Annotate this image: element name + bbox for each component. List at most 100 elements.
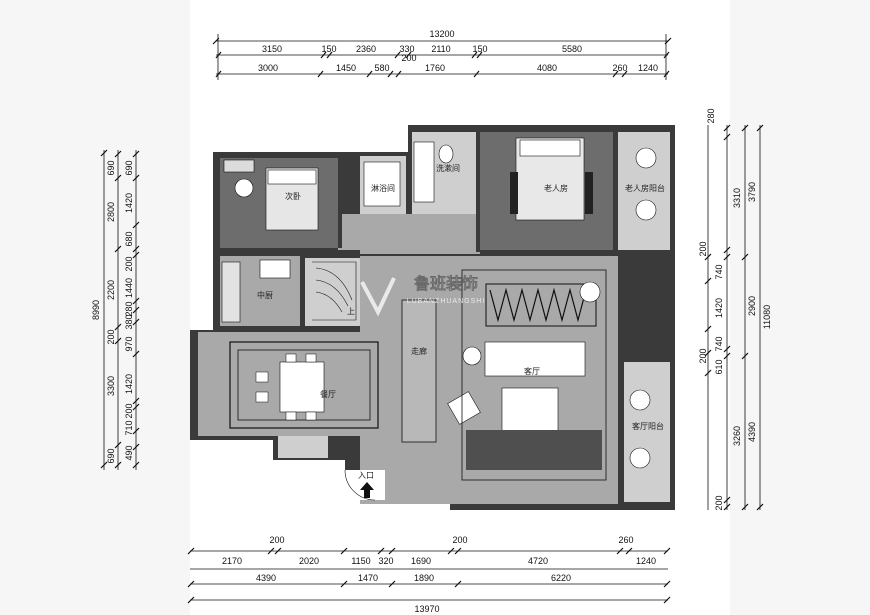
bottom-row3-dim-3: 1890 — [414, 573, 434, 583]
label-elder-balcony: 老人房阳台 — [625, 183, 665, 193]
bedroom2-pillows — [267, 169, 317, 185]
bottom-row3-dim-4: 6220 — [551, 573, 571, 583]
top-row2-dim-4: 200 — [401, 53, 416, 63]
top-row1-dim-2: 150 — [321, 44, 336, 54]
left-outer-dim-2: 2800 — [106, 202, 116, 222]
top-row1-dim-5: 2110 — [431, 44, 450, 54]
bottom-row3-ticks — [187, 580, 671, 588]
top-row1-dim-7: 5580 — [562, 44, 582, 54]
living-hex-rug — [466, 430, 602, 470]
right-dimensions: 11080 3790 2900 4390 280 3310 — [698, 108, 772, 510]
left-inner-dim-5: 1440 — [124, 278, 134, 298]
left-outer-dim-1: 690 — [106, 160, 116, 175]
left-outer-ticks — [114, 150, 122, 469]
entrance-door-swing — [344, 469, 376, 501]
dining-floor — [198, 332, 360, 436]
left-inner-dim-11: 710 — [124, 420, 134, 435]
stair-floor — [304, 258, 360, 326]
label-dining: 餐厅 — [320, 390, 336, 399]
right-middle-dim-6: 200 — [714, 495, 724, 510]
bottom-total-dim: 13970 — [414, 604, 439, 614]
bottom-row2-dim-4: 320 — [378, 556, 393, 566]
elder-room-nightstand-right — [585, 172, 593, 214]
top-row1-ticks — [215, 51, 670, 59]
wall-elder-bottom — [480, 250, 675, 256]
label-corridor: 走廊 — [411, 346, 427, 356]
top-row2-dim-5: 1760 — [425, 63, 445, 73]
wall-elder-left — [476, 130, 480, 252]
right-inner-dim-1: 740 — [714, 264, 724, 279]
bottom-row2-dim-6: 4720 — [528, 556, 548, 566]
wall-elder-right — [613, 130, 618, 252]
bottom-row3-dim-2: 1470 — [358, 573, 378, 583]
wash-basin-counter — [413, 141, 435, 203]
dining-chairs — [255, 353, 317, 421]
label-kitchen: 中厨 — [257, 290, 273, 300]
right-inner-ticks — [704, 253, 712, 377]
top-row2-dim-8: 1240 — [638, 63, 658, 73]
right-outer-dim-2: 2900 — [747, 296, 757, 316]
bedroom2-desk — [223, 159, 255, 173]
top-dimensions: 13200 3150 150 2360 330 2110 150 5580 — [212, 29, 672, 80]
right-inner-dim-4: 610 — [714, 359, 724, 374]
living-balcony-chair-2 — [629, 447, 651, 469]
right-outer-dim-1: 3790 — [747, 182, 757, 202]
label-bath: 淋浴间 — [371, 183, 395, 193]
kitchen-counter — [221, 261, 241, 323]
left-dimensions: 8990 690 2800 2200 200 3300 690 — [91, 149, 140, 470]
left-inner-dim-2: 1420 — [124, 193, 134, 213]
bottom-row2-dim-7: 1240 — [636, 556, 656, 566]
shoe-cabinet — [278, 436, 328, 458]
kitchen-cabinet — [259, 259, 291, 279]
right-outer-ticks — [741, 124, 749, 511]
bottom-row1-dim-2: 200 — [452, 535, 467, 545]
left-inner-dim-3: 680 — [124, 231, 134, 246]
elder-balcony-chair-2 — [635, 199, 657, 221]
left-inner-dim-12: 490 — [124, 445, 134, 460]
label-washroom: 洗漱间 — [436, 163, 460, 173]
dining-rug-inner — [237, 349, 371, 421]
top-row2-dim-7: 260 — [612, 63, 627, 73]
top-row1-dim-3: 2360 — [356, 44, 376, 54]
wall-balcony-top — [624, 356, 675, 362]
wall-kitchen-bottom — [213, 326, 305, 332]
right-inner-dim-3: 740 — [714, 336, 724, 351]
right-middle-dim-3: 200 — [698, 241, 708, 256]
room-labels: 次卧 淋浴间 洗漱间 老人房 老人房阳台 中厨 上 走廊 客厅 餐厅 客厅阳台 … — [257, 163, 665, 480]
living-balcony-chair-1 — [629, 389, 651, 411]
left-inner-dim-4: 200 — [124, 256, 134, 271]
living-rug — [485, 283, 597, 327]
left-inner-dim-6: 280 — [124, 301, 134, 316]
watermark-logo-icon — [360, 277, 396, 317]
toilet — [438, 144, 454, 164]
wall-bath-left — [356, 152, 360, 214]
bedroom2-chair — [234, 178, 254, 198]
corridor-upper-floor — [338, 214, 480, 254]
right-middle-dim-4: 200 — [698, 348, 708, 363]
left-outer-dim-4: 200 — [106, 329, 116, 344]
bottom-row2-ticks — [187, 547, 671, 555]
top-row2-dim-6: 4080 — [537, 63, 557, 73]
label-entrance: 入口 — [358, 471, 374, 480]
living-sofa — [484, 341, 586, 377]
right-middle-dim-5: 3260 — [732, 426, 742, 446]
elder-room-pillows — [519, 139, 581, 157]
label-elder-room: 老人房 — [544, 183, 568, 193]
label-bedroom2: 次卧 — [285, 191, 301, 201]
left-inner-ticks — [132, 150, 140, 469]
living-side-table — [462, 346, 482, 366]
wall-bed2-right — [338, 158, 342, 248]
label-stair-up: 上 — [347, 307, 355, 316]
left-inner-dim-7: 380 — [124, 314, 134, 329]
wall-stair-left — [300, 256, 305, 328]
left-outer-dim-5: 3300 — [106, 376, 116, 396]
dining-rug-outer — [229, 341, 379, 429]
dining-table — [279, 361, 325, 413]
right-middle-dim-2: 3310 — [732, 188, 742, 208]
living-balcony-floor — [624, 362, 670, 502]
watermark: 鲁班装饰 LUBANZHUANGSHI — [360, 274, 484, 317]
left-outer-dim-6: 690 — [106, 448, 116, 463]
shower-tray — [363, 161, 401, 207]
